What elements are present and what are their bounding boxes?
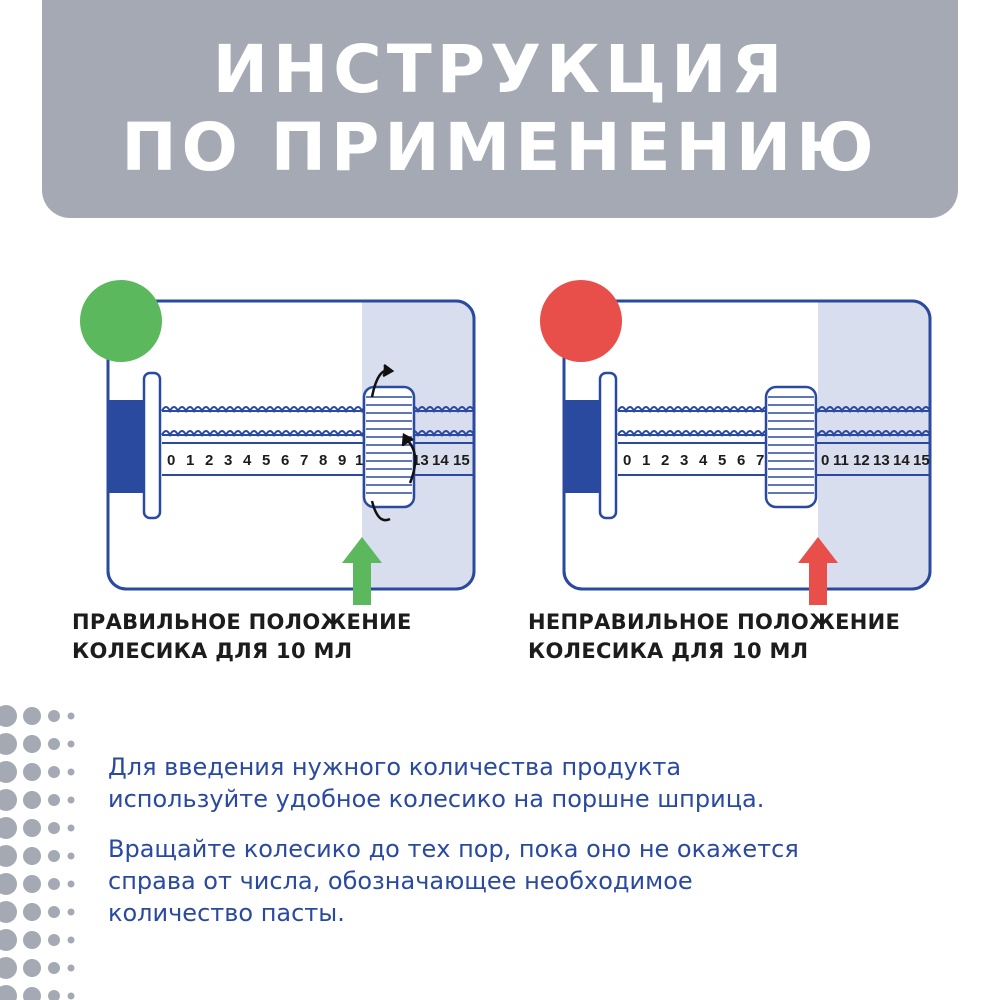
scale-number: 4 (699, 452, 708, 469)
instruction-p2-line-3: количество пасты. (108, 899, 345, 927)
scale-number: 15 (453, 452, 470, 469)
scale-number: 4 (243, 452, 252, 469)
instruction-p2-line-1: Вращайте колесико до тех пор, пока оно н… (108, 835, 799, 863)
incorrect-position-panel: 0 1 2 3 4 5 6 7 0 11 12 13 14 15 (528, 275, 968, 663)
scale-number: 2 (661, 452, 669, 469)
incorrect-syringe-illustration: 0 1 2 3 4 5 6 7 0 11 12 13 14 15 (540, 280, 932, 605)
instruction-p2-line-2: справа от числа, обозначающее необходимо… (108, 867, 693, 895)
scale-number: 12 (853, 452, 870, 469)
green-up-arrow-icon (342, 537, 382, 605)
red-up-arrow-icon (798, 537, 838, 605)
plunger-wheel (764, 385, 818, 509)
scale-number: 0 (167, 452, 175, 469)
instruction-p1-line-2: используйте удобное колесико на поршне ш… (108, 785, 765, 813)
scale-number: 1 (186, 452, 194, 469)
scale-number: 1 (355, 452, 363, 469)
scale-number: 6 (737, 452, 745, 469)
correct-caption-line-1: ПРАВИЛЬНОЕ ПОЛОЖЕНИЕ (72, 610, 412, 634)
scale-number: 8 (319, 452, 327, 469)
scale-number: 6 (281, 452, 289, 469)
instructions-text: Для введения нужного количества продукта… (108, 733, 958, 947)
scale-number: 2 (205, 452, 213, 469)
rotate-arrows-icon (370, 364, 417, 522)
scale-number: 3 (680, 452, 688, 469)
correct-syringe-illustration: 0 1 2 3 4 5 6 7 8 9 1 13 14 15 (80, 280, 476, 605)
scale-number: 14 (893, 452, 910, 469)
scale-number: 15 (913, 452, 930, 469)
scale-number: 0 (623, 452, 631, 469)
page-title-line-2: ПО ПРИМЕНЕНИЮ (121, 109, 879, 186)
header-banner: ИНСТРУКЦИЯ ПО ПРИМЕНЕНИЮ (42, 0, 958, 218)
scale-number: 5 (718, 452, 726, 469)
scale-number: 7 (756, 452, 764, 469)
instruction-p1-line-1: Для введения нужного количества продукта (108, 753, 682, 781)
scale-number: 7 (300, 452, 308, 469)
scale-number: 5 (262, 452, 270, 469)
scale-number: 0 (821, 452, 829, 469)
scale-number: 14 (432, 452, 449, 469)
incorrect-caption: НЕПРАВИЛЬНОЕ ПОЛОЖЕНИЕ КОЛЕСИКА ДЛЯ 10 М… (528, 608, 968, 666)
incorrect-caption-line-1: НЕПРАВИЛЬНОЕ ПОЛОЖЕНИЕ (528, 610, 901, 634)
incorrect-caption-line-2: КОЛЕСИКА ДЛЯ 10 МЛ (528, 639, 809, 663)
correct-caption-line-2: КОЛЕСИКА ДЛЯ 10 МЛ (72, 639, 353, 663)
page-title-line-1: ИНСТРУКЦИЯ (212, 31, 788, 108)
plunger-wheel (362, 385, 416, 509)
scale-number: 9 (338, 452, 346, 469)
red-circle-icon (540, 280, 622, 362)
scale-number: 13 (873, 452, 890, 469)
green-circle-icon (80, 280, 162, 362)
scale-number: 3 (224, 452, 232, 469)
decorative-dots-pattern (0, 705, 75, 1000)
scale-number: 11 (833, 452, 849, 469)
correct-caption: ПРАВИЛЬНОЕ ПОЛОЖЕНИЕ КОЛЕСИКА ДЛЯ 10 МЛ (72, 608, 512, 666)
correct-position-panel: 0 1 2 3 4 5 6 7 8 9 1 13 14 15 (72, 275, 512, 663)
scale-number: 1 (642, 452, 650, 469)
